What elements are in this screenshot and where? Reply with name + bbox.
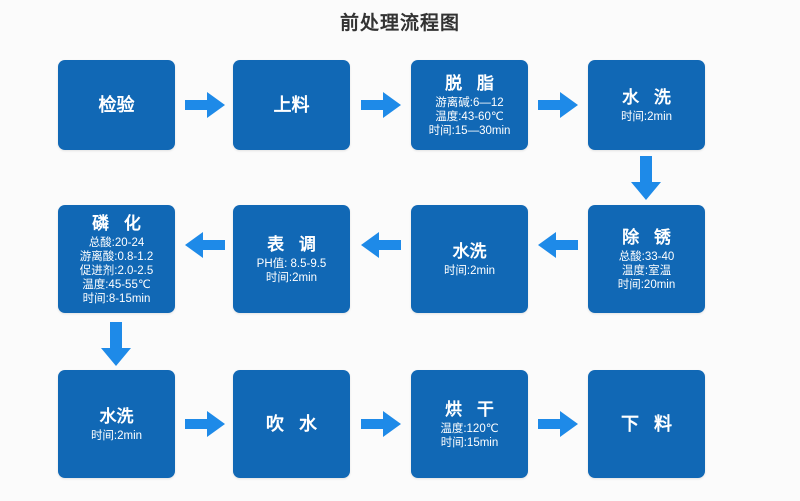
node-detail-line: 游离酸:0.8-1.2 xyxy=(79,250,154,263)
connector-arrow-right xyxy=(538,92,578,118)
node-detail-line: 时间:2min xyxy=(620,110,673,123)
node-title: 吹 水 xyxy=(265,414,322,434)
node-detail-line: 时间:20min xyxy=(617,278,676,291)
node-detail-line: 时间:2min xyxy=(265,271,318,284)
node-detail-lines: 温度:120℃ 时间:15min xyxy=(440,422,498,450)
node-water-wash-2[interactable]: 水洗 时间:2min xyxy=(411,205,528,313)
node-unloading[interactable]: 下 料 xyxy=(588,370,705,478)
node-title: 烘 干 xyxy=(445,399,499,419)
connector-arrow-down xyxy=(631,156,661,200)
connector-arrow-left xyxy=(185,232,225,258)
node-title: 水 洗 xyxy=(622,87,676,107)
node-title: 上料 xyxy=(273,95,310,115)
node-detail-lines: 时间:2min xyxy=(444,264,495,278)
node-derusting[interactable]: 除 锈 总酸:33-40 温度:室温 时间:20min xyxy=(588,205,705,313)
node-title: 磷 化 xyxy=(92,213,146,233)
node-title: 水洗 xyxy=(452,241,487,261)
connector-arrow-left xyxy=(538,232,578,258)
node-title: 除 锈 xyxy=(622,227,676,247)
node-title: 检验 xyxy=(98,95,135,115)
node-title: 表 调 xyxy=(267,234,321,254)
node-title: 水洗 xyxy=(99,406,134,426)
node-detail-line: 总酸:33-40 xyxy=(618,250,675,263)
connector-arrow-right xyxy=(185,411,225,437)
node-degreasing[interactable]: 脱 脂 游离碱:6—12 温度:43-60℃ 时间:15—30min xyxy=(411,60,528,150)
page-title: 前处理流程图 xyxy=(339,13,460,34)
node-detail-lines: 总酸:33-40 温度:室温 时间:20min xyxy=(618,250,676,292)
node-title: 下 料 xyxy=(620,414,677,434)
connector-arrow-right xyxy=(361,92,401,118)
node-detail-line: 时间:2min xyxy=(443,264,496,277)
connector-arrow-left xyxy=(361,232,401,258)
node-drying[interactable]: 烘 干 温度:120℃ 时间:15min xyxy=(411,370,528,478)
node-water-wash-1[interactable]: 水 洗 时间:2min xyxy=(588,60,705,150)
node-phosphating[interactable]: 磷 化 总酸:20-24 游离酸:0.8-1.2 促进剂:2.0-2.5 温度:… xyxy=(58,205,175,313)
node-detail-line: 时间:15min xyxy=(440,436,499,449)
node-detail-line: 促进剂:2.0-2.5 xyxy=(79,264,154,277)
node-loading[interactable]: 上料 xyxy=(233,60,350,150)
node-detail-line: 时间:15—30min xyxy=(428,124,511,137)
node-detail-line: 游离碱:6—12 xyxy=(435,96,504,109)
connector-arrow-right xyxy=(185,92,225,118)
connector-arrow-right xyxy=(538,411,578,437)
node-detail-line: 总酸:20-24 xyxy=(88,236,145,249)
node-water-wash-3[interactable]: 水洗 时间:2min xyxy=(58,370,175,478)
node-detail-line: PH值: 8.5-9.5 xyxy=(256,257,327,270)
node-detail-lines: PH值: 8.5-9.5 时间:2min xyxy=(257,257,327,285)
node-detail-line: 温度:室温 xyxy=(621,264,672,277)
node-detail-line: 时间:2min xyxy=(90,429,143,442)
node-surface-conditioning[interactable]: 表 调 PH值: 8.5-9.5 时间:2min xyxy=(233,205,350,313)
connector-arrow-right xyxy=(361,411,401,437)
node-title: 脱 脂 xyxy=(445,73,499,93)
connector-arrow-down xyxy=(101,322,131,366)
node-detail-lines: 游离碱:6—12 温度:43-60℃ 时间:15—30min xyxy=(429,96,511,138)
node-detail-lines: 时间:2min xyxy=(91,429,142,443)
node-inspection[interactable]: 检验 xyxy=(58,60,175,150)
node-air-blow[interactable]: 吹 水 xyxy=(233,370,350,478)
node-detail-line: 温度:43-60℃ xyxy=(435,110,504,123)
node-detail-lines: 时间:2min xyxy=(621,110,672,124)
node-detail-line: 温度:120℃ xyxy=(440,422,499,435)
node-detail-lines: 总酸:20-24 游离酸:0.8-1.2 促进剂:2.0-2.5 温度:45-5… xyxy=(80,236,154,306)
node-detail-line: 时间:8-15min xyxy=(82,292,151,305)
node-detail-line: 温度:45-55℃ xyxy=(82,278,151,291)
